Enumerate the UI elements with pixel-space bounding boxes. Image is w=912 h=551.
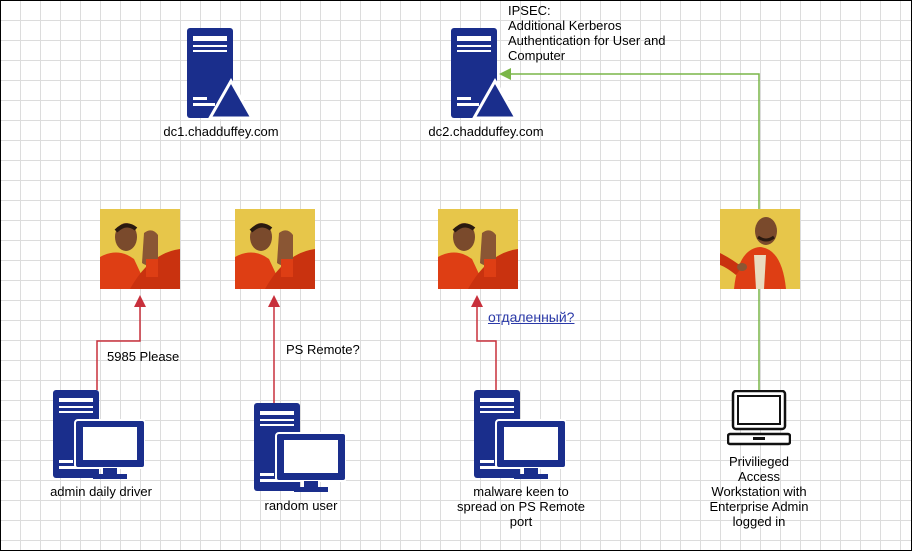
edge-malware-to-reaction: [471, 295, 497, 390]
label-line: admin daily driver: [50, 484, 152, 499]
ipsec-note-line: Additional Kerberos: [508, 18, 622, 33]
drake-yes-image: [720, 209, 800, 289]
dc1-label: dc1.chadduffey.com: [163, 124, 279, 139]
label-line: port: [509, 514, 533, 529]
drake-no-image: [438, 209, 518, 289]
ipsec-note-line: Authentication for User and: [508, 33, 666, 48]
dc2-label: dc2.chadduffey.com: [428, 124, 544, 139]
label-line: Access: [738, 469, 780, 484]
edge-admin-to-reaction: [96, 295, 146, 390]
label-line: Workstation with: [711, 484, 807, 499]
workstation-malware-label: malware keen to spread on PS Remote port: [441, 484, 601, 529]
server-icon: [187, 28, 253, 120]
label-line: spread on PS Remote: [457, 499, 585, 514]
workstation-random-label: random user: [231, 498, 371, 513]
laptop-icon: [727, 390, 791, 446]
server-icon: [451, 28, 517, 120]
ipsec-note-line: Computer: [508, 48, 566, 63]
workstation-paw-label: Privilieged Access Workstation with Ente…: [689, 454, 829, 529]
label-line: Enterprise Admin: [709, 499, 809, 514]
edge-label-random: PS Remote?: [286, 342, 360, 357]
drake-no-image: [235, 209, 315, 289]
edge-label-malware-link[interactable]: отдаленный?: [488, 309, 575, 325]
label-line: Privilieged: [729, 454, 789, 469]
ipsec-note: IPSEC: Additional Kerberos Authenticatio…: [508, 3, 666, 63]
ipsec-note-line: IPSEC:: [508, 3, 551, 18]
workstation-admin-label: admin daily driver: [31, 484, 171, 499]
drake-no-image: [100, 209, 180, 289]
edge-label-admin: 5985 Please: [107, 349, 180, 364]
label-line: malware keen to: [473, 484, 569, 499]
workstation-icon: [53, 390, 145, 479]
label-line: random user: [264, 498, 338, 513]
workstation-icon: [254, 403, 346, 492]
label-line: logged in: [732, 514, 786, 529]
workstation-icon: [474, 390, 566, 479]
